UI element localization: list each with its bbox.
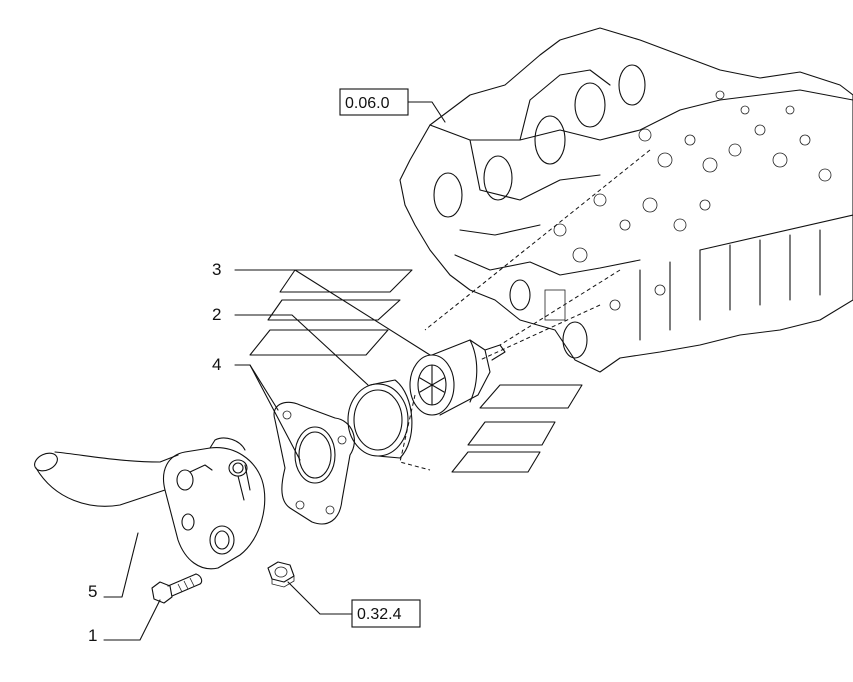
- reference-box-nut[interactable]: 0.32.4: [351, 599, 421, 628]
- callout-2: 2: [212, 305, 221, 324]
- reference-label-engine-block: 0.06.0: [345, 95, 390, 112]
- callout-labels: 3 2 4 5 1: [88, 260, 221, 645]
- bolt-part: [151, 573, 203, 604]
- mounting-frame-outlines: [249, 269, 583, 473]
- seal-ring-part: [347, 379, 413, 459]
- thermostat-part: [409, 339, 506, 416]
- water-outlet-housing-part: [34, 437, 266, 570]
- gasket-part: [273, 401, 355, 525]
- reference-label-nut: 0.32.4: [357, 606, 402, 623]
- engine-block: [399, 27, 853, 373]
- callout-5: 5: [88, 582, 97, 601]
- nut-part: [267, 561, 295, 588]
- leader-lines: [103, 101, 446, 641]
- reference-box-engine-block[interactable]: 0.06.0: [339, 88, 409, 116]
- callout-4: 4: [212, 355, 221, 374]
- callout-1: 1: [88, 626, 97, 645]
- callout-3: 3: [212, 260, 221, 279]
